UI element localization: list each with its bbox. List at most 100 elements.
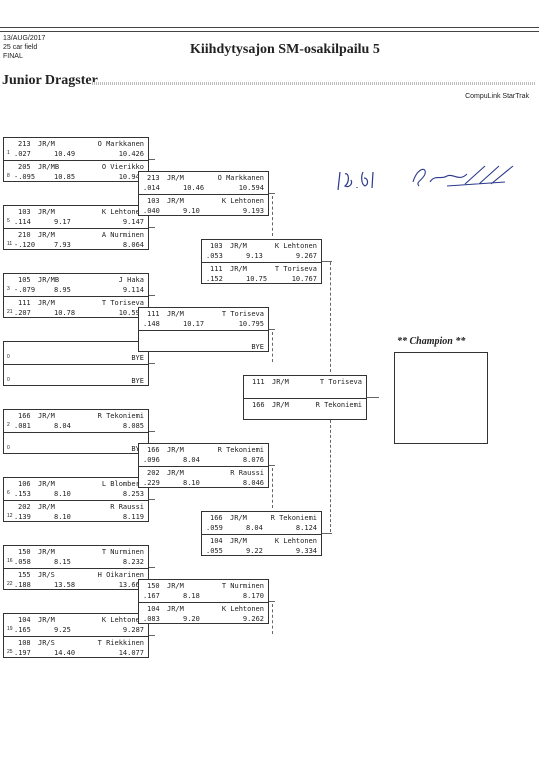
car-number: 202: [18, 503, 31, 511]
elapsed-time: 8.04: [54, 422, 71, 430]
car-class: JR/M: [38, 412, 55, 420]
elapsed-time: 10.17: [183, 320, 205, 328]
car-class: JR/M: [38, 140, 55, 148]
reaction-time: .139: [14, 513, 31, 521]
seed-number: 8: [7, 173, 10, 179]
bracket-connector: [149, 363, 155, 364]
car-number: 111: [252, 378, 265, 386]
dial-in: 9.193: [242, 207, 264, 215]
bracket-connector: [272, 332, 273, 362]
dial-in: 8.064: [122, 241, 144, 249]
elapsed-time: 10.49: [54, 150, 76, 158]
bracket-connector: [149, 227, 155, 228]
reaction-time: .165: [14, 626, 31, 634]
bracket-connector: [269, 601, 275, 602]
elapsed-time: 10.78: [54, 309, 76, 317]
car-number: 166: [147, 446, 160, 454]
champion-label: ** Champion **: [397, 336, 466, 347]
car-class: JR/M: [167, 469, 184, 477]
car-class: JR/M: [167, 582, 184, 590]
car-number: 150: [18, 548, 31, 556]
elapsed-time: 8.04: [246, 524, 263, 532]
elapsed-time: 10.85: [54, 173, 76, 181]
seed-number: 25: [7, 649, 13, 655]
car-class: JR/S: [38, 639, 55, 647]
handwritten-signature: [337, 165, 514, 191]
class-name: Junior Dragster: [2, 73, 98, 88]
dial-in: 8.076: [242, 456, 264, 464]
car-number: 150: [147, 582, 160, 590]
bracket-connector: [322, 261, 332, 262]
elapsed-time: 13.58: [54, 581, 76, 589]
driver-name: K Lehtonen: [221, 197, 264, 205]
bracket-connector: [272, 196, 273, 236]
driver-name: K Lehtonen: [274, 537, 317, 545]
car-class: JR/M: [272, 378, 289, 386]
car-number: 103: [210, 242, 223, 250]
reaction-time: -.120: [14, 241, 36, 249]
event-meta: 13/AUG/2017 25 car field FINAL: [3, 34, 45, 61]
dial-in: 9.267: [295, 252, 317, 260]
car-number: 166: [252, 401, 265, 409]
top-rule: [0, 27, 539, 28]
elapsed-time: 9.10: [183, 207, 200, 215]
bracket-connector: [272, 468, 273, 508]
car-number: 210: [18, 231, 31, 239]
dial-in: 10.599: [118, 309, 144, 317]
car-number: 111: [210, 265, 223, 273]
driver-name: O Markkanen: [97, 140, 144, 148]
elapsed-time: 9.22: [246, 547, 263, 555]
dial-in: BYE: [131, 445, 144, 453]
seed-number: 0: [7, 445, 10, 451]
driver-name: T Toriseva: [221, 310, 264, 318]
car-number: 108: [18, 639, 31, 647]
elapsed-time: 9.20: [183, 615, 200, 623]
dial-in: 9.334: [295, 547, 317, 555]
reaction-time: .148: [143, 320, 160, 328]
driver-name: J Haka: [118, 276, 144, 284]
car-number: 111: [147, 310, 160, 318]
reaction-time: .167: [143, 592, 160, 600]
car-class: JR/M: [167, 605, 184, 613]
car-class: JR/M: [272, 401, 289, 409]
dial-in: 8.085: [122, 422, 144, 430]
bracket-connector: [149, 159, 155, 160]
car-class: JR/MB: [38, 163, 60, 171]
driver-name: T Toriseva: [274, 265, 317, 273]
seed-number: 5: [7, 218, 10, 224]
car-number: 105: [18, 276, 31, 284]
seed-number: 16: [7, 558, 13, 564]
elapsed-time: 8.95: [54, 286, 71, 294]
reaction-time: .083: [143, 615, 160, 623]
reaction-time: .114: [14, 218, 31, 226]
dial-in: BYE: [131, 354, 144, 362]
reaction-time: .207: [14, 309, 31, 317]
seed-number: 6: [7, 490, 10, 496]
car-class: JR/M: [38, 480, 55, 488]
driver-name: K Lehtonen: [221, 605, 264, 613]
car-number: 106: [18, 480, 31, 488]
dial-in: 9.114: [122, 286, 144, 294]
seed-number: 11: [7, 241, 13, 247]
dial-in: 9.287: [122, 626, 144, 634]
reaction-time: .188: [14, 581, 31, 589]
car-number: 166: [210, 514, 223, 522]
driver-name: R Tekoniemi: [315, 401, 362, 409]
driver-name: T Nurminen: [101, 548, 144, 556]
car-class: JR/S: [38, 571, 55, 579]
top-rule: [0, 31, 539, 32]
car-number: 103: [147, 197, 160, 205]
driver-name: H Oikarinen: [97, 571, 144, 579]
dial-in: 8.170: [242, 592, 264, 600]
